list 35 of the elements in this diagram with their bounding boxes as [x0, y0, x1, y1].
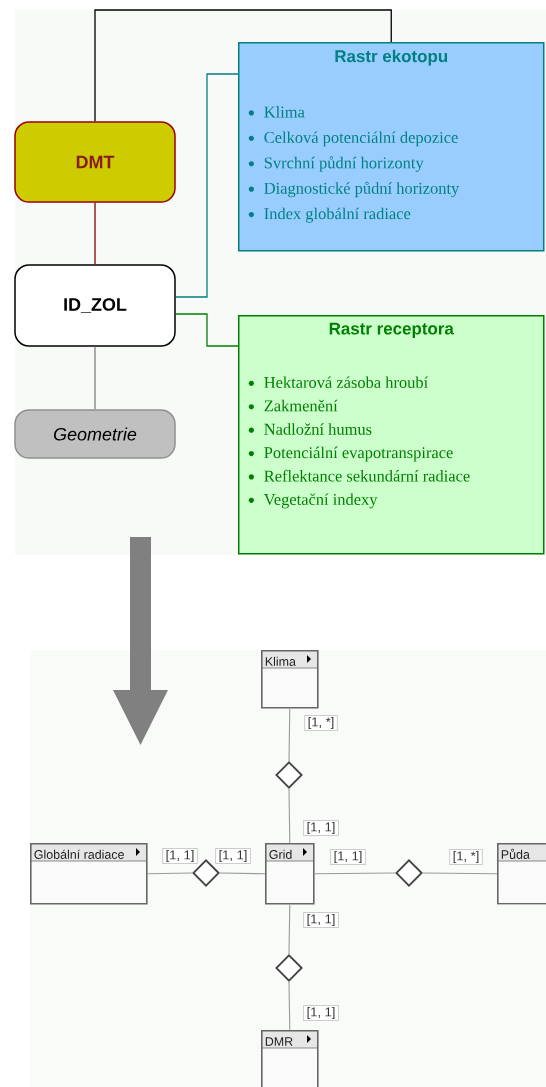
connector-line: [94, 346, 96, 410]
connector-line: [422, 872, 498, 875]
class-box: Grid: [264, 843, 315, 905]
multiplicity-label: [1, 1]: [303, 819, 339, 837]
key-box: ID_ZOL: [14, 264, 176, 347]
class-box: Půda: [496, 843, 546, 905]
connector-line: [94, 202, 96, 265]
connector-line: [288, 788, 291, 844]
connector-line: [147, 872, 193, 875]
multiplicity-label: [1, 1]: [303, 911, 339, 929]
connector-line: [219, 872, 266, 875]
aggregation-diamond: [395, 859, 423, 887]
connector-line: [94, 9, 392, 122]
connector-line: [175, 73, 239, 298]
multiplicity-label: [1, *]: [304, 714, 338, 732]
dmt-box: DMT: [14, 121, 176, 203]
connector-line: [288, 904, 291, 955]
multiplicity-label: [1, 1]: [215, 847, 251, 865]
aggregation-diamond: [275, 954, 303, 982]
connector-line: [314, 872, 396, 875]
connector-line: [288, 708, 291, 762]
multiplicity-label: [1, *]: [449, 848, 483, 866]
aggregation-diamond: [192, 859, 220, 887]
aggregation-diamond: [275, 761, 303, 789]
multiplicity-label: [1, 1]: [303, 1004, 339, 1022]
connector-line: [288, 981, 291, 1031]
geometry-box: Geometrie: [14, 409, 176, 459]
raster-panel: Rastr ekotopu Klima Celková potenciální depozice Svrchní půdní horizonty Diagnostické půdní horizonty Index globální radiace: [238, 42, 545, 252]
multiplicity-label: [1, 1]: [330, 848, 366, 866]
class-box: Klima: [260, 650, 319, 709]
class-box: DMR: [260, 1030, 319, 1087]
raster-panel: Rastr receptora Hektarová zásoba hroubí Zakmenění Nadložní humus Potenciální evapotranspirace Reflektance sekundární radiace Vegetační indexy: [238, 315, 545, 555]
class-box: Globální radiace: [29, 843, 148, 905]
multiplicity-label: [1, 1]: [162, 847, 198, 865]
connector-line: [175, 313, 239, 347]
